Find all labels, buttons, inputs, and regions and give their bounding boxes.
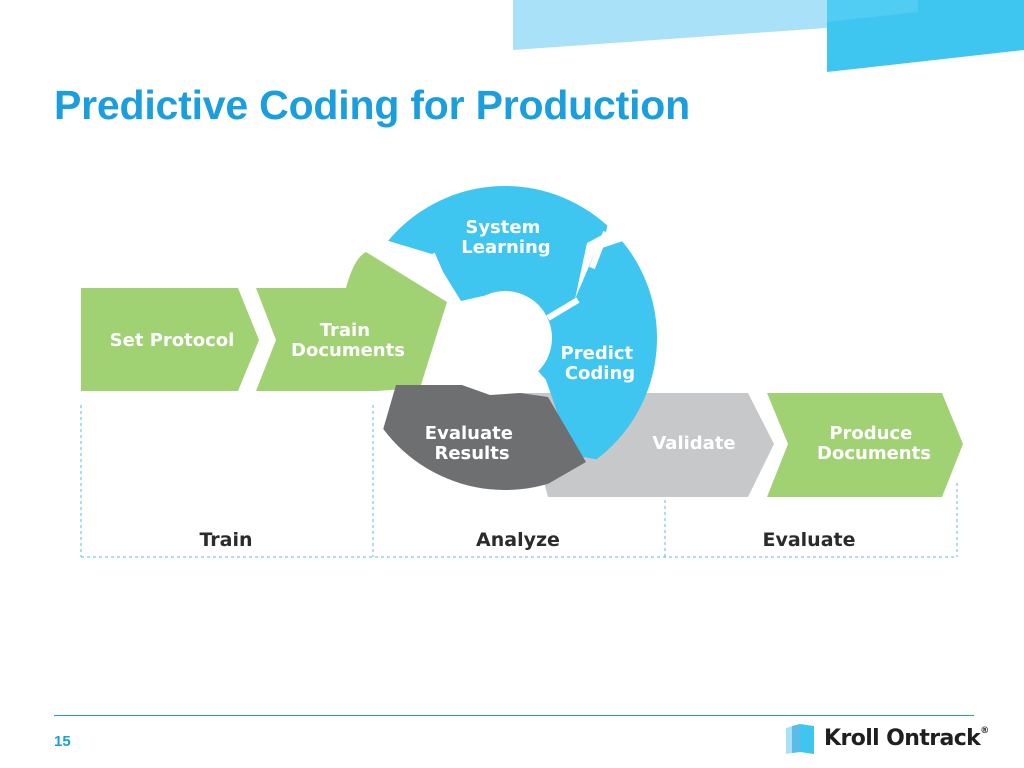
predictive-coding-diagram: Set Protocol Train Documents System Lear… bbox=[80, 186, 963, 558]
train-documents-label: Train Documents bbox=[291, 320, 405, 361]
logo-wordmark: Kroll Ontrack® bbox=[824, 726, 989, 751]
produce-documents-label: Produce Documents bbox=[817, 423, 931, 464]
kroll-ontrack-logo: Kroll Ontrack® bbox=[784, 720, 989, 758]
produce-documents-step bbox=[767, 393, 963, 497]
predict-coding-label: Predict Coding bbox=[561, 343, 640, 384]
validate-label: Validate bbox=[652, 433, 735, 454]
slide-title: Predictive Coding for Production bbox=[54, 82, 690, 128]
header-decoration bbox=[513, 0, 1024, 72]
blue-band bbox=[827, 0, 1024, 72]
page-number: 15 bbox=[54, 733, 71, 750]
phase-train-label: Train bbox=[199, 529, 252, 551]
logo-name: Kroll Ontrack bbox=[824, 726, 981, 751]
system-learning-label: System Learning bbox=[461, 217, 550, 258]
set-protocol-label: Set Protocol bbox=[110, 330, 235, 351]
phase-evaluate-label: Evaluate bbox=[762, 529, 855, 551]
book-icon bbox=[786, 724, 814, 754]
evaluate-results-label: Evaluate Results bbox=[425, 423, 519, 464]
predict-coding-step bbox=[530, 240, 657, 460]
train-documents-step bbox=[256, 252, 447, 391]
blue-band-highlight bbox=[827, 0, 918, 22]
set-protocol-step bbox=[81, 288, 259, 391]
registered-mark: ® bbox=[980, 726, 989, 736]
phase-analyze-label: Analyze bbox=[476, 529, 560, 551]
cycle-gaps bbox=[429, 230, 609, 321]
footer-divider bbox=[54, 715, 974, 716]
